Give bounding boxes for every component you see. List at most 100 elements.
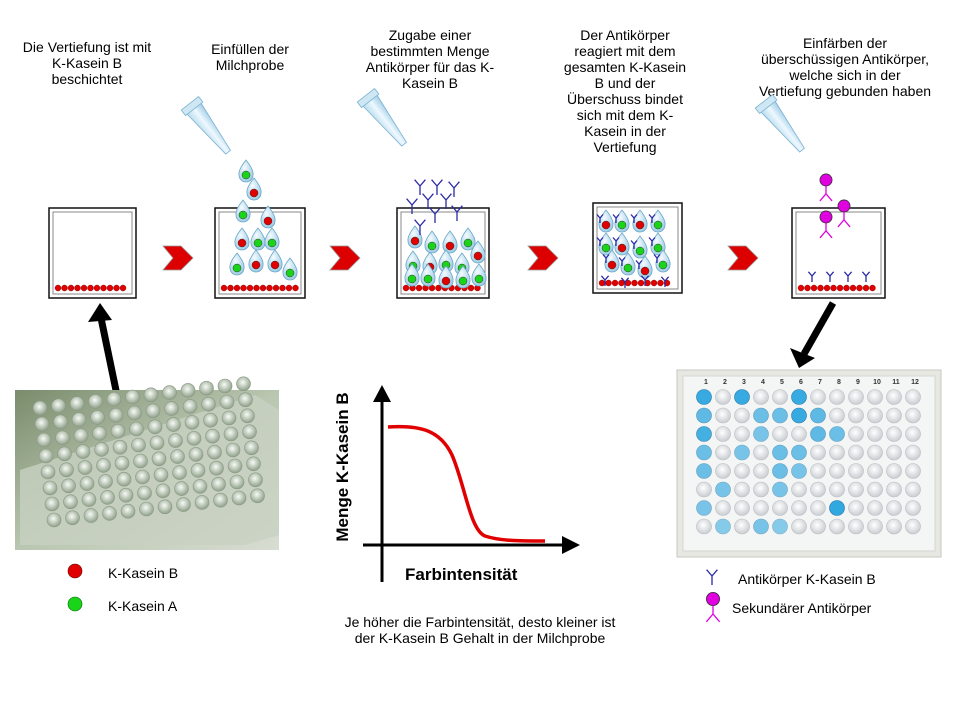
plate-column-number: 4 (761, 379, 765, 386)
milk-droplet (404, 263, 420, 287)
plate-well-empty (829, 518, 845, 535)
well-step-2 (214, 159, 306, 299)
antibody-icon (431, 179, 443, 195)
plate-well-empty (810, 518, 826, 535)
plate-well-empty (867, 426, 883, 442)
plate-well-colored (791, 407, 807, 424)
antibody-icon (843, 271, 853, 282)
graph-y-arrow-icon (373, 385, 391, 402)
plate-well-empty (753, 481, 769, 498)
photo-well (182, 399, 198, 414)
plate-well-colored (753, 426, 769, 442)
antibody-icon (630, 214, 638, 223)
plate-well-colored (829, 426, 845, 442)
photo-well (168, 433, 183, 448)
antibody-icon (612, 237, 620, 246)
photo-well (112, 439, 128, 455)
plate-well-empty (772, 426, 788, 442)
step-1-caption: Die Vertiefung ist mit K-Kasein B beschi… (22, 39, 152, 87)
antibody-icon (640, 275, 650, 286)
graph-curve (387, 424, 546, 543)
milk-droplet (455, 265, 471, 289)
plate-well-empty (848, 444, 864, 461)
photo-well (118, 487, 134, 503)
photo-well (135, 469, 150, 485)
antibody-icon (451, 205, 463, 221)
plate-well-colored (696, 426, 712, 442)
plate-well-empty (905, 407, 921, 424)
photo-well (51, 398, 66, 414)
photo-well (90, 410, 105, 425)
graph-x-arrow-icon (562, 536, 580, 554)
step-arrow-icon (527, 245, 559, 271)
plate-well-colored (791, 463, 807, 479)
photo-well (225, 442, 241, 458)
microplate-photo (15, 376, 279, 550)
plate-well-empty (715, 407, 731, 424)
antibody-icon (406, 198, 418, 214)
arrow-up-icon (97, 317, 122, 401)
milk-droplet (407, 225, 423, 249)
plate-well-empty (867, 463, 883, 479)
photo-well (207, 444, 222, 460)
photo-well (238, 392, 253, 408)
plate-well-empty (867, 444, 883, 461)
photo-well (221, 410, 237, 426)
photo-well (176, 497, 191, 512)
photo-well (71, 412, 87, 427)
antibody-icon (618, 257, 626, 266)
milk-droplet (264, 227, 280, 251)
plate-well-empty (791, 426, 807, 442)
plate-well-empty (810, 444, 826, 461)
photo-well (127, 405, 142, 421)
photo-well (88, 394, 103, 409)
photo-well (38, 448, 54, 464)
photo-well (55, 430, 70, 446)
arrow-up-head-icon (88, 303, 112, 322)
photo-well (36, 432, 52, 448)
photo-well (203, 412, 218, 428)
plate-well-empty (905, 426, 921, 442)
well-step-3 (396, 207, 490, 299)
photo-well (231, 490, 247, 506)
plate-well-empty (886, 407, 902, 424)
plate-well-empty (905, 500, 921, 516)
photo-well (211, 476, 226, 492)
photo-well (246, 456, 261, 472)
plate-well-empty (848, 426, 864, 442)
pipette-step-3 (356, 87, 407, 147)
photo-well (106, 391, 122, 407)
photo-well (44, 496, 60, 512)
plate-column-number: 11 (892, 379, 900, 386)
photo-well (223, 426, 239, 442)
plate-column-number: 5 (780, 379, 784, 386)
photo-well (180, 383, 196, 398)
photo-well (137, 485, 152, 501)
legend-green-dot-icon (67, 596, 83, 612)
photo-well (131, 437, 146, 453)
photo-well (219, 394, 235, 410)
plate-well-empty (848, 407, 864, 424)
plate-well-empty (810, 481, 826, 498)
plate-well-empty (829, 463, 845, 479)
plate-column-number: 12 (911, 379, 919, 386)
plate-well-empty (829, 407, 845, 424)
plate-well-colored (772, 481, 788, 498)
photo-well (77, 460, 93, 475)
photo-well (199, 380, 214, 396)
photo-well (186, 431, 202, 446)
arrow-down-head-icon (790, 348, 815, 368)
antibody-icon (660, 276, 670, 287)
photo-well (96, 458, 111, 473)
photo-well (227, 458, 243, 474)
photo-well (240, 408, 255, 424)
plate-well-empty (886, 463, 902, 479)
plate-well-empty (734, 481, 750, 498)
milk-droplet (438, 265, 454, 289)
milk-droplet (267, 249, 283, 273)
legend-symbols (67, 563, 721, 623)
photo-well (184, 415, 200, 430)
wells-layer (48, 87, 886, 299)
plate-well-colored (772, 407, 788, 424)
